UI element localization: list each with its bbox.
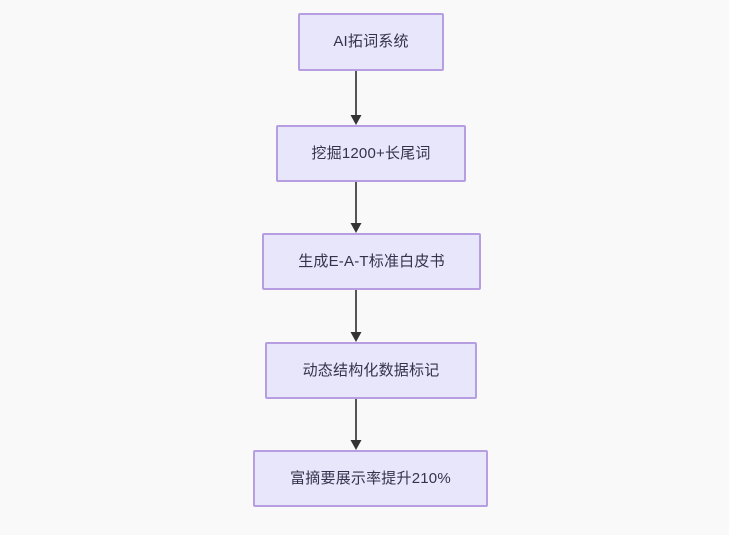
flowchart-arrow-n4-to-n5 <box>341 399 371 450</box>
arrow-down-icon <box>350 71 362 125</box>
flowchart-node-label: 生成E-A-T标准白皮书 <box>298 252 445 270</box>
flowchart-arrow-n1-to-n2 <box>341 71 371 125</box>
flowchart-node-label: 富摘要展示率提升210% <box>290 469 451 487</box>
flowchart-arrow-n2-to-n3 <box>341 182 371 233</box>
flowchart-node-mine-longtail-keywords[interactable]: 挖掘1200+长尾词 <box>276 125 466 182</box>
flowchart-arrow-n3-to-n4 <box>341 290 371 342</box>
arrow-down-icon <box>350 182 362 233</box>
flowchart-node-ai-keyword-system[interactable]: AI拓词系统 <box>298 13 444 71</box>
flowchart-node-generate-eat-whitepaper[interactable]: 生成E-A-T标准白皮书 <box>262 233 481 290</box>
flowchart-node-label: 挖掘1200+长尾词 <box>311 144 431 162</box>
flowchart-node-label: 动态结构化数据标记 <box>302 361 440 379</box>
flowchart-node-rich-snippet-impression-uplift[interactable]: 富摘要展示率提升210% <box>253 450 488 507</box>
flowchart-node-label: AI拓词系统 <box>333 33 409 50</box>
arrow-down-icon <box>350 399 362 450</box>
flowchart-node-dynamic-structured-data-markup[interactable]: 动态结构化数据标记 <box>265 342 477 399</box>
arrow-down-icon <box>350 290 362 342</box>
